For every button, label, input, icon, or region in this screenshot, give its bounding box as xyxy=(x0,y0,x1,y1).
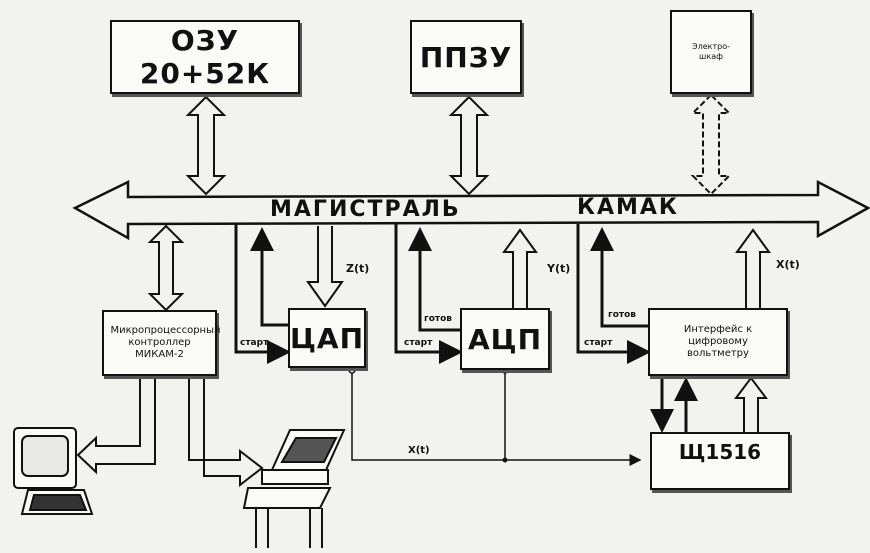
printer-arrow xyxy=(189,376,262,485)
shch-block: Щ1516 xyxy=(650,432,790,490)
interface-label: Интерфейс к цифровому вольтметру xyxy=(658,324,778,360)
ppzu-label: ППЗУ xyxy=(420,41,512,74)
bus-label-kamak: КАМАК xyxy=(577,195,679,220)
signal-start-interface: старт xyxy=(584,338,612,348)
ozu-bus-arrow xyxy=(188,97,224,194)
signal-y: Y(t) xyxy=(547,262,570,275)
signal-start-acp: старт xyxy=(404,338,432,348)
controller-block: Микропроцессорный контроллер МИКАМ-2 xyxy=(102,310,217,376)
terminal-arrow xyxy=(78,376,155,472)
signal-start-cap: старт xyxy=(240,338,268,348)
acp-label: АЦП xyxy=(468,323,542,356)
shch-up-arrow xyxy=(736,378,766,432)
shkaf-bus-arrow xyxy=(693,95,729,194)
ppzu-block: ППЗУ xyxy=(410,20,522,94)
interface-block: Интерфейс к цифровому вольтметру xyxy=(648,308,788,376)
controller-label: Микропроцессорный контроллер МИКАМ-2 xyxy=(111,325,209,361)
cap-label: ЦАП xyxy=(290,322,364,355)
y-arrow xyxy=(504,230,536,308)
acp-block: АЦП xyxy=(460,308,550,370)
controller-bus-arrow xyxy=(150,226,182,310)
shch-label: Щ1516 xyxy=(679,440,761,464)
ppzu-bus-arrow xyxy=(451,97,487,194)
terminal-icon xyxy=(14,428,92,514)
elektroshkaf-block: Электро-шкаф xyxy=(670,10,752,94)
printer-icon xyxy=(244,430,344,548)
cap-block: ЦАП xyxy=(288,308,366,368)
signal-x-right: X(t) xyxy=(776,258,800,271)
signal-gotov-interface: готов xyxy=(608,310,636,320)
ozu-block: ОЗУ 20+52К xyxy=(110,20,300,94)
bus-label-magistral: МАГИСТРАЛЬ xyxy=(270,197,461,222)
signal-z: Z(t) xyxy=(346,262,369,275)
z-arrow xyxy=(308,226,342,306)
elektroshkaf-label: Электро-шкаф xyxy=(684,42,738,61)
x-up-arrow xyxy=(737,230,769,308)
ozu-label: ОЗУ 20+52К xyxy=(112,24,298,90)
signal-x-bottom: X(t) xyxy=(408,445,430,456)
signal-gotov-acp: готов xyxy=(424,314,452,324)
